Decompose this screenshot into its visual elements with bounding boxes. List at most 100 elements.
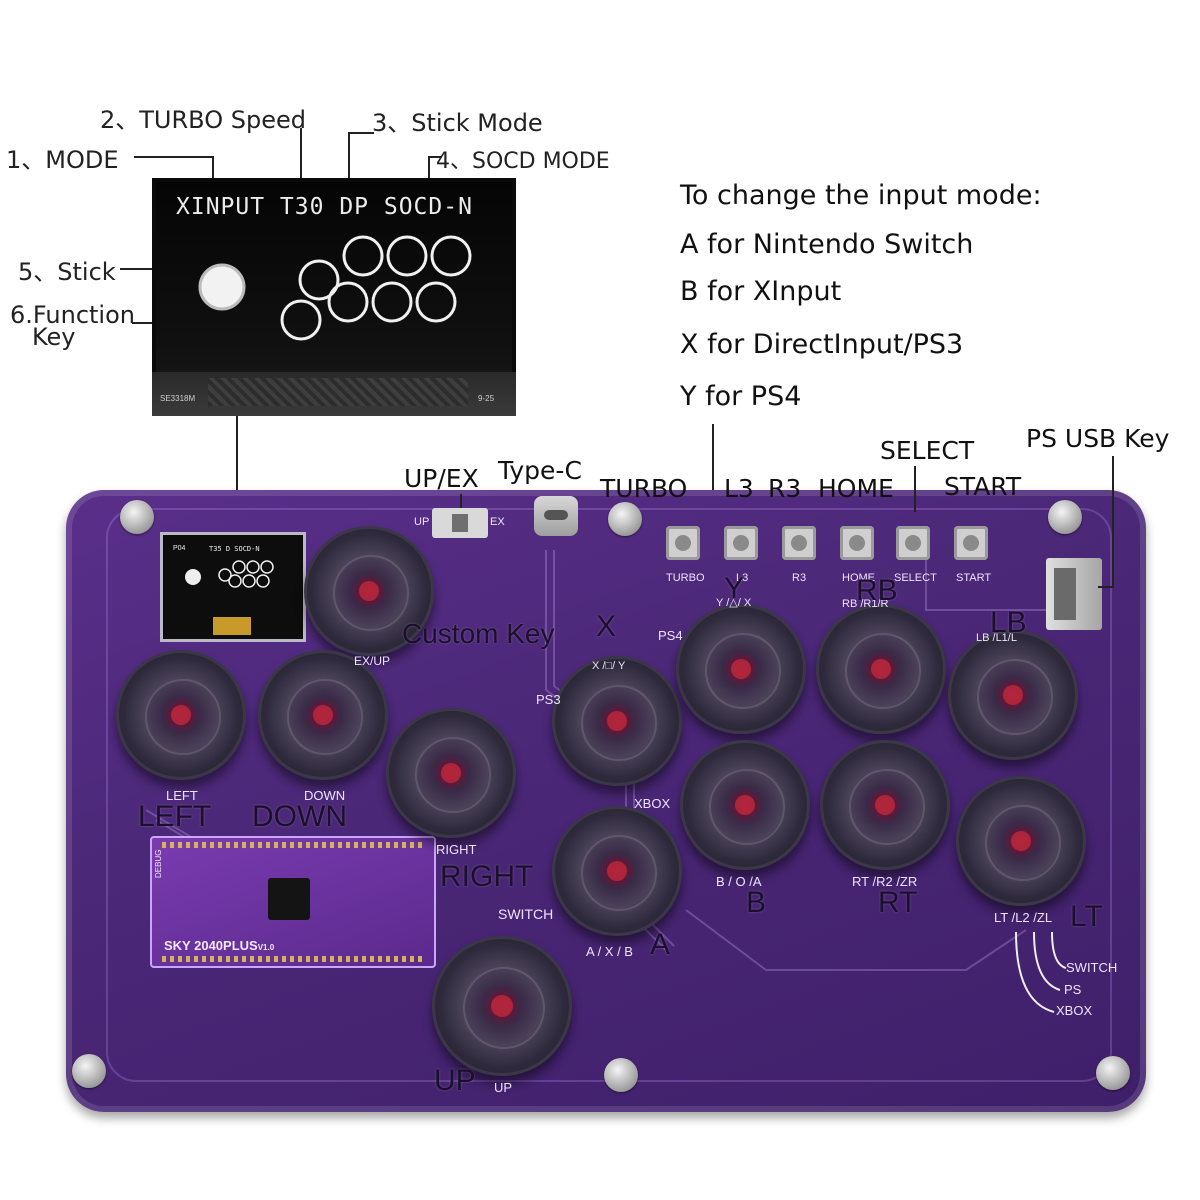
board-oled-button-icon [218,568,232,582]
board-oled-button-icon [246,560,260,574]
stick-mode-leader [348,132,374,134]
lt-label: LT [1070,900,1103,933]
silk-mode-ps: PS [1064,982,1082,997]
lt-button[interactable] [956,776,1086,906]
oled-button-icon [342,235,384,277]
mcu-pins-bottom [162,956,424,962]
mode-callout: 1、MODE [6,146,119,174]
silk-ps4: PS4 [658,628,683,643]
oled-ribbon-strip: SE3318M 9-25 [152,372,516,416]
rt-button[interactable] [820,740,950,870]
lb-label: LB [990,606,1027,639]
tact-silk-l3: L3 [736,572,749,584]
silk-lt-l2-zl: LT /L2 /ZL [994,910,1053,925]
mcu-name: SKY 2040PLUS [164,938,258,953]
function-key-callout-line1: 6.Function [10,301,135,329]
silk-ex-up: EX/UP [354,654,391,668]
stick-callout: 5、Stick [18,258,116,286]
start-label: START [944,472,1022,501]
screw [608,502,642,536]
custom-key-button[interactable] [304,526,434,656]
type-c-opening [544,510,568,520]
up-ex-label: UP/EX [404,464,479,493]
tact-silk-start: START [956,572,992,584]
silk-mode-switch: SWITCH [1066,960,1118,975]
rb-button[interactable] [816,604,946,734]
type-c-port[interactable] [534,496,578,536]
up-label: UP [434,1064,476,1097]
type-c-label: Type-C [498,456,582,485]
select-label: SELECT [880,436,975,465]
silk-y-tri-x: Y /△/ X [716,597,752,609]
y-button[interactable] [676,604,806,734]
up-button[interactable] [432,936,572,1076]
oled-button-icon [327,281,369,323]
right-button[interactable] [386,708,516,838]
instruction-line: Y for PS4 [680,381,802,412]
silk-b-o-a: B / O /A [716,874,762,889]
l3-button[interactable] [724,526,758,560]
r3-label: R3 [768,474,802,503]
right-label: RIGHT [440,860,534,893]
mode-leader-drop [212,156,214,186]
home-button[interactable] [840,526,874,560]
oled-function-key-icon [280,299,322,341]
lb-button[interactable] [948,630,1078,760]
silk-rt-r2-zr: RT /R2 /ZR [852,874,918,889]
up-ex-slide-switch[interactable] [432,508,488,538]
screw [72,1054,106,1088]
tact-silk-r3: R3 [792,572,807,584]
silk-right: RIGHT [436,842,477,857]
ps-usb-key-port[interactable] [1046,558,1102,630]
tact-silk-home: HOME [842,572,875,584]
turbo-leader [300,128,302,186]
silk-down: DOWN [304,788,346,803]
y-label: Y [724,572,745,605]
oled-ribbon-pattern [208,378,468,406]
instruction-line: B for XInput [680,276,842,307]
board-oled-button-icon [232,560,246,574]
socd-leader-drop [428,156,430,186]
mcu-version: V1.0 [257,943,275,952]
down-button[interactable] [258,650,388,780]
left-button[interactable] [116,650,246,780]
silk-xbox: XBOX [634,796,671,811]
board-oled-button-icon [242,574,256,588]
mcu-board: SKY 2040PLUSV1.0 DEBUG [150,836,436,968]
oled-button-icon [298,259,340,301]
screw [604,1058,638,1092]
instruction-line: X for DirectInput/PS3 [680,329,964,360]
slide-switch-knob[interactable] [452,514,468,532]
board-oled-graphics [185,560,274,635]
board-oled-connector [213,617,251,635]
oled-strip-date: 9-25 [478,394,495,403]
mcu-debug-label: DEBUG [154,849,163,878]
b-button[interactable] [680,740,810,870]
home-label: HOME [818,474,894,503]
board-oled-button-icon [228,574,242,588]
turbo-speed-callout: 2、TURBO Speed [100,106,306,134]
r3-button[interactable] [782,526,816,560]
b-label: B [746,886,767,919]
tact-silk-turbo: TURBO [666,572,705,584]
select-button[interactable] [896,526,930,560]
function-key-callout: 6.Function Key [10,301,135,349]
mcu-chip [268,878,310,920]
a-button[interactable] [552,806,682,936]
board-oled-status: T35 D SOCD-N [209,545,260,553]
input-mode-instructions-title: To change the input mode: [680,180,1042,211]
oled-status-line: XINPUT T30 DP SOCD-N [176,194,473,220]
turbo-button[interactable] [666,526,700,560]
up-ex-leader [460,494,462,508]
x-button[interactable] [552,656,682,786]
select-leader [914,466,916,512]
screw [1048,500,1082,534]
stick-mode-callout: 3、Stick Mode [372,109,543,137]
start-button[interactable] [954,526,988,560]
tact-silk-select: SELECT [894,572,937,584]
ps-usb-leader [1112,456,1114,588]
silk-left: LEFT [166,788,198,803]
oled-button-icon [430,235,472,277]
silk-mode-xbox: XBOX [1056,1003,1093,1018]
screw [120,500,154,534]
